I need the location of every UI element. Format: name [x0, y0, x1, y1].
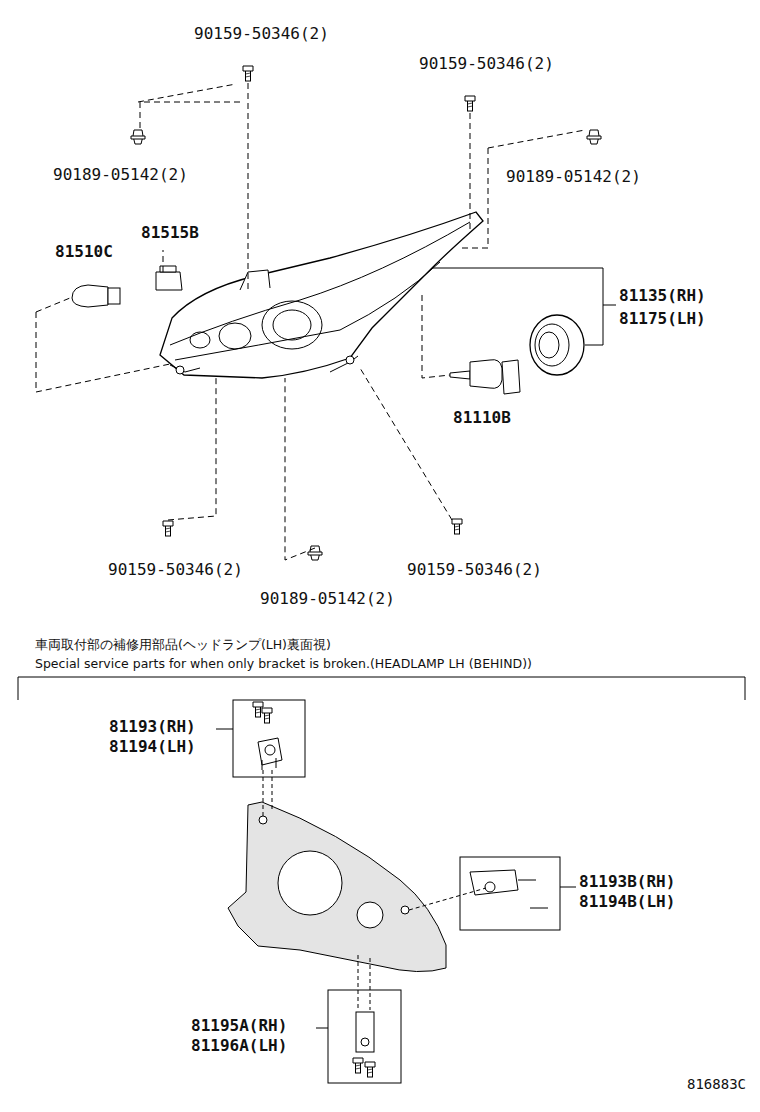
callout-number: 81195A(RH)	[190, 1017, 288, 1035]
callout-number: 81193(RH)	[108, 718, 197, 736]
callout-number: 81194(LH)	[108, 738, 197, 756]
figure-number: 816883C	[686, 1075, 747, 1093]
note-text: 車両取付部の補修用部品(ヘッドランプ(LH)裏面視)	[34, 637, 332, 652]
callout-number: 90159-50346(2)	[193, 25, 330, 43]
callout-number: 81194B(LH)	[578, 893, 676, 911]
callout-number: 81175(LH)	[618, 310, 707, 328]
callout-number: 90159-50346(2)	[107, 561, 244, 579]
note-text: Special service parts for when only brac…	[34, 656, 533, 671]
callout-number: 81515B	[140, 224, 200, 242]
callout-number: 81110B	[452, 409, 512, 427]
callout-number: 90189-05142(2)	[505, 168, 642, 186]
callout-number: 81510C	[54, 243, 114, 261]
callout-number: 81135(RH)	[618, 287, 707, 305]
callout-number: 90159-50346(2)	[418, 55, 555, 73]
callout-number: 81193B(RH)	[578, 873, 676, 891]
callout-number: 81196A(LH)	[190, 1037, 288, 1055]
callout-number: 90189-05142(2)	[52, 166, 189, 184]
callout-number: 90189-05142(2)	[259, 590, 396, 608]
callout-number: 90159-50346(2)	[406, 561, 543, 579]
